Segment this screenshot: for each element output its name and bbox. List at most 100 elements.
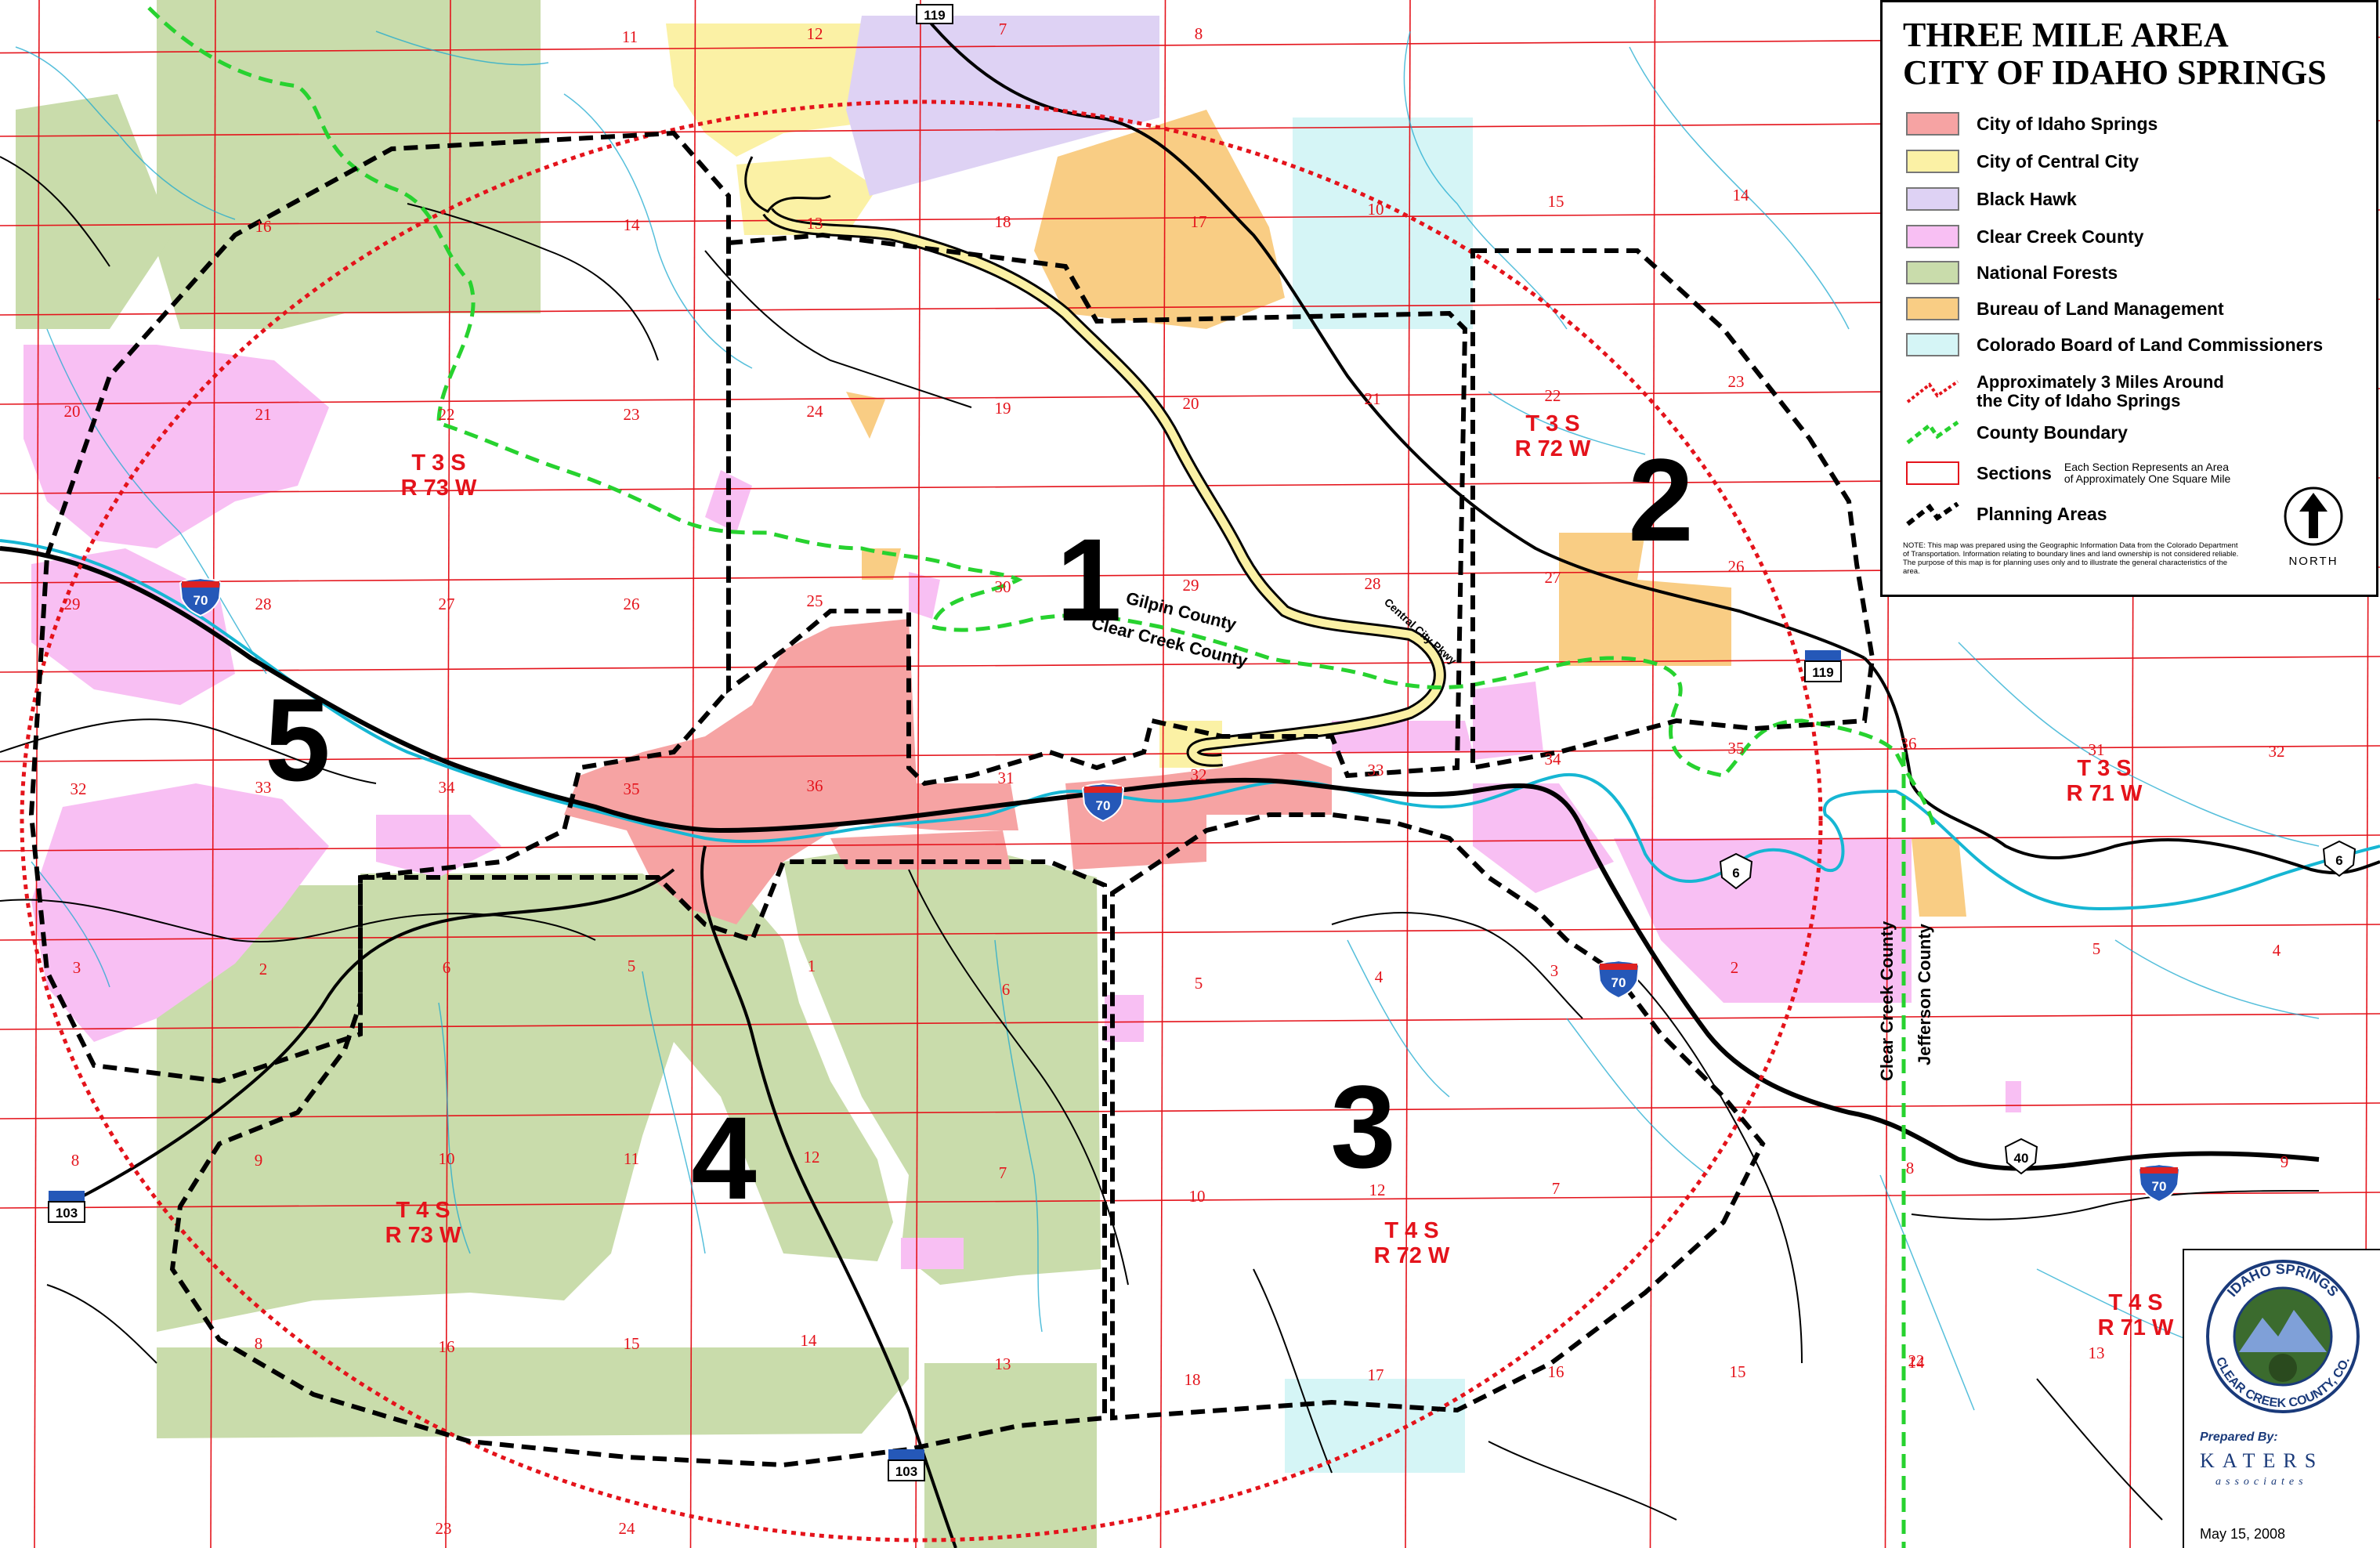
highway-sh103 xyxy=(62,868,675,1208)
section-number: 9 xyxy=(2281,1152,2289,1171)
planning-area-3-label[interactable]: 3 xyxy=(1330,1061,1395,1192)
planning-area-2-label[interactable]: 2 xyxy=(1628,434,1693,566)
section-number: 29 xyxy=(1183,576,1199,595)
highway-shields: 70 70 70 70 6 6 40 xyxy=(48,4,2356,1481)
prepared-by-label: Prepared By: xyxy=(2200,1430,2278,1444)
city-seal-icon: IDAHO SPRINGS CLEAR CREEK COUNTY, CO. xyxy=(2206,1260,2360,1413)
legend-label-three-mile-1: Approximately 3 Miles Around xyxy=(1977,372,2224,392)
section-number: 18 xyxy=(1185,1370,1201,1389)
section-number: 32 xyxy=(71,779,87,798)
section-number: 31 xyxy=(2089,740,2105,759)
section-number: 24 xyxy=(807,402,824,421)
black-hawk-area xyxy=(846,16,1159,196)
section-number: 28 xyxy=(1365,574,1381,593)
legend-item-central-city[interactable]: City of Central City xyxy=(1906,146,2139,176)
interstate-70-shield-south: 70 xyxy=(1597,959,1640,1000)
legend-label-state-land: Colorado Board of Land Commissioners xyxy=(1977,334,2324,355)
township-t4s-r73w-r: R 73 W xyxy=(385,1223,461,1248)
legend-label-black-hawk: Black Hawk xyxy=(1977,188,2077,209)
section-number: 27 xyxy=(439,595,455,613)
legend-item-state-land[interactable]: Colorado Board of Land Commissioners xyxy=(1906,330,2323,360)
sh-103-shield-south: 103 xyxy=(888,1449,925,1481)
section-number: 22 xyxy=(1545,386,1561,405)
firm-name: KATERS xyxy=(2200,1449,2324,1472)
legend-item-blm[interactable]: Bureau of Land Management xyxy=(1906,294,2224,324)
section-number: 33 xyxy=(255,778,272,797)
legend-item-county-boundary[interactable]: County Boundary xyxy=(1906,418,2128,447)
legend-item-black-hawk[interactable]: Black Hawk xyxy=(1906,184,2077,214)
township-t4s-r71w-t: T 4 S xyxy=(2108,1290,2162,1315)
section-number: 32 xyxy=(1191,765,1207,784)
interstate-70-shield-west: 70 xyxy=(179,577,222,617)
section-number: 20 xyxy=(64,402,81,421)
section-number: 10 xyxy=(1368,200,1384,219)
section-number: 22 xyxy=(439,405,455,424)
section-number: 21 xyxy=(255,405,272,424)
section-number: 1 xyxy=(808,957,816,975)
svg-text:70: 70 xyxy=(2152,1179,2167,1194)
section-line-h xyxy=(0,656,2380,673)
legend-label-three-mile-2: the City of Idaho Springs xyxy=(1977,391,2181,411)
section-number: 8 xyxy=(1906,1159,1915,1177)
section-number: 12 xyxy=(804,1148,820,1166)
north-label: NORTH xyxy=(2288,555,2338,568)
planning-area-5-label[interactable]: 5 xyxy=(265,674,330,805)
legend-label-central-city: City of Central City xyxy=(1977,150,2139,172)
section-number: 28 xyxy=(255,595,272,613)
section-number: 23 xyxy=(1728,372,1745,391)
section-number: 10 xyxy=(439,1149,455,1168)
section-number: 5 xyxy=(2092,939,2101,958)
central-city-parkway xyxy=(744,156,1446,767)
section-number: 15 xyxy=(1730,1362,1746,1381)
section-number: 23 xyxy=(624,405,640,424)
section-number: 36 xyxy=(807,776,823,795)
section-number: 22 xyxy=(1908,1351,1925,1370)
legend-item-county[interactable]: Clear Creek County xyxy=(1906,222,2143,251)
legend-swatch-forest xyxy=(1906,261,1959,284)
section-number: 24 xyxy=(619,1519,636,1538)
legend-item-three-mile[interactable]: Approximately 3 Miles Around the City of… xyxy=(1906,371,2224,413)
legend-item-sections[interactable]: Sections Each Section Represents an Area… xyxy=(1906,458,2230,488)
township-labels: T 3 S R 73 W T 3 S R 72 W T 3 S R 71 W T… xyxy=(385,411,2174,1340)
planning-area-boundaries xyxy=(28,130,1875,1468)
section-line-h xyxy=(0,1102,2380,1119)
planning-area-1-label[interactable]: 1 xyxy=(1056,514,1121,646)
section-number: 2 xyxy=(1731,958,1739,977)
section-number: 13 xyxy=(995,1354,1011,1373)
section-number: 20 xyxy=(1183,394,1199,413)
section-number: 16 xyxy=(1548,1362,1564,1381)
section-line-h xyxy=(0,1013,2380,1030)
north-arrow: NORTH xyxy=(2282,485,2345,568)
section-number: 16 xyxy=(255,217,272,236)
legend-item-planning-areas[interactable]: Planning Areas xyxy=(1906,499,2107,529)
legend-title-line-2: CITY OF IDAHO SPRINGS xyxy=(1903,53,2327,92)
section-number: 11 xyxy=(624,1149,639,1168)
legend-item-city[interactable]: City of Idaho Springs xyxy=(1906,109,2158,139)
section-number: 14 xyxy=(1733,186,1750,204)
legend-sections-note-2: of Approximately One Square Mile xyxy=(2064,472,2231,485)
section-number: 31 xyxy=(998,769,1015,787)
section-number: 32 xyxy=(2269,742,2285,761)
legend-swatch-state-land xyxy=(1906,333,1959,356)
section-number: 8 xyxy=(255,1334,263,1353)
interstate-70-shield-center: 70 xyxy=(1081,782,1125,823)
us-6-shield: 6 xyxy=(1719,852,1753,890)
legend-sections-note-1: Each Section Represents an Area xyxy=(2064,461,2230,473)
section-number: 9 xyxy=(255,1151,263,1170)
three-mile-ring xyxy=(20,99,1823,1543)
legend-swatch-black-hawk xyxy=(1906,187,1959,211)
legend-item-forest[interactable]: National Forests xyxy=(1906,258,2118,288)
highway-us6 xyxy=(1863,656,2380,875)
section-number: 17 xyxy=(1191,212,1207,231)
planning-area-4-label[interactable]: 4 xyxy=(691,1092,756,1224)
section-number: 35 xyxy=(624,779,640,798)
section-number: 25 xyxy=(807,591,823,610)
section-number: 4 xyxy=(1375,968,1384,986)
township-t4s-r72w-t: T 4 S xyxy=(1384,1218,1438,1243)
legend-swatch-sections xyxy=(1906,461,1959,485)
section-line-v xyxy=(210,0,216,1548)
planning-area-4-boundary xyxy=(169,859,1107,1468)
section-number: 13 xyxy=(807,214,823,233)
legend-swatch-three-mile xyxy=(1906,380,1959,403)
